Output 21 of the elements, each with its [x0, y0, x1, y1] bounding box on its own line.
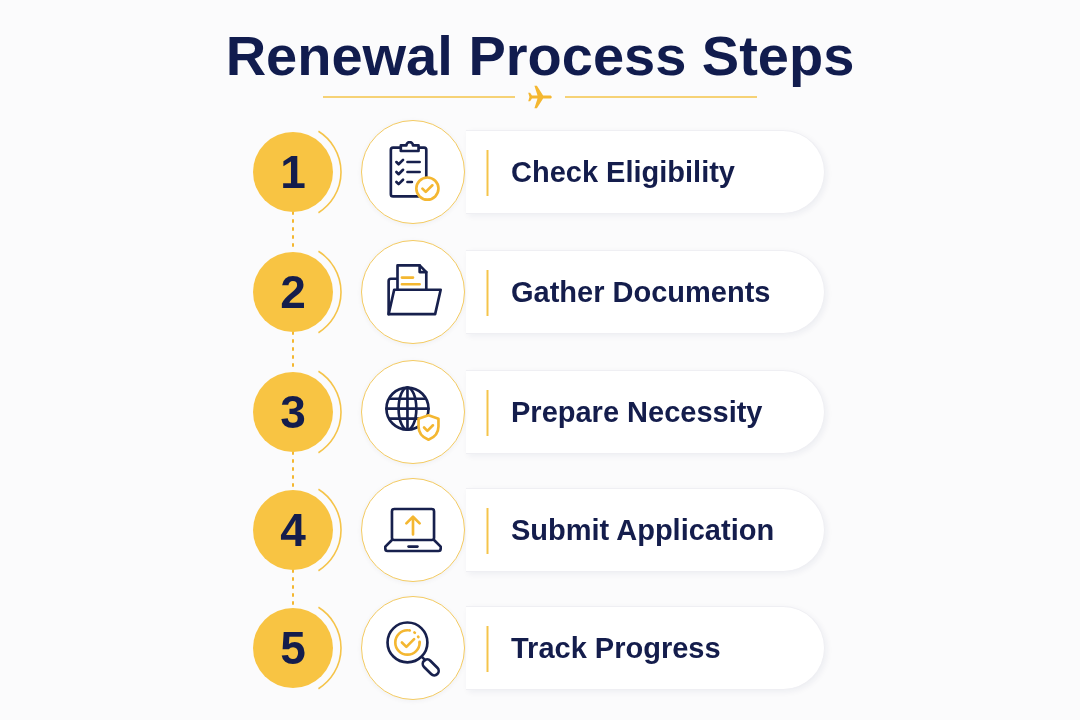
step-number: 2 — [280, 269, 306, 315]
step-number: 1 — [280, 149, 306, 195]
number-circle — [253, 490, 333, 570]
step-title: Track Progress — [511, 632, 721, 664]
step-card — [466, 250, 825, 334]
step-card — [466, 130, 825, 214]
step-card — [466, 606, 825, 690]
number-circle — [253, 372, 333, 452]
step-card — [466, 370, 825, 454]
step-number: 5 — [280, 625, 306, 671]
step-number: 3 — [280, 389, 306, 435]
number-circle — [253, 132, 333, 212]
step-title: Gather Documents — [511, 276, 771, 308]
number-circle — [253, 608, 333, 688]
step-title: Check Eligibility — [511, 156, 735, 188]
number-circle — [253, 252, 333, 332]
step-number: 4 — [280, 507, 306, 553]
step-card — [466, 488, 825, 572]
step-title: Prepare Necessity — [511, 396, 763, 428]
step-title: Submit Application — [511, 514, 775, 546]
page-title: Renewal Process Steps — [225, 27, 855, 85]
